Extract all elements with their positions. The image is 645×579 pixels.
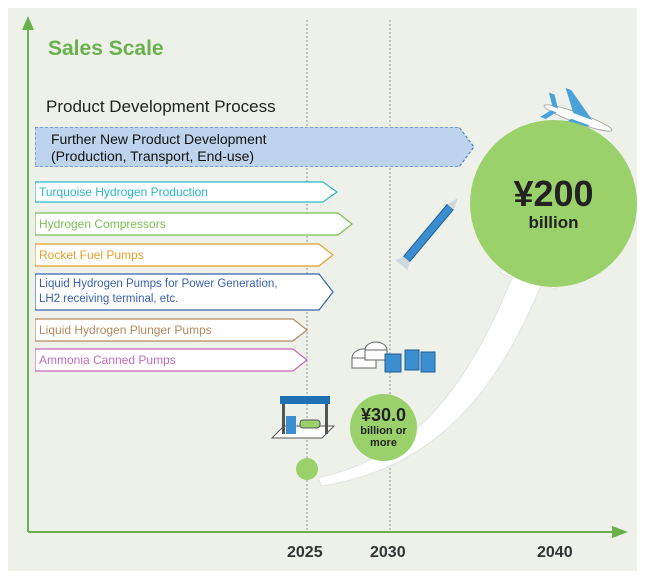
storage-tanks-icon (351, 341, 436, 373)
sales-2030-unit-line1: billion or (360, 425, 407, 437)
big-arrow-line2: (Production, Transport, End-use) (51, 148, 255, 164)
sales-2040-circle: ¥200 billion (470, 120, 637, 287)
arrow-shape-turquoise (35, 181, 339, 203)
hydrogen-station-icon (270, 396, 336, 439)
arrow-shape-ammonia (35, 348, 308, 372)
sales-2040-amount: ¥200 (513, 172, 594, 214)
lh2-line2: LH2 receiving terminal, etc. (39, 293, 179, 305)
big-arrow-text: Further New Product Development (Product… (51, 131, 267, 165)
arrow-shape-rocket (35, 243, 334, 267)
product-liquid-hydrogen-pumps: Liquid Hydrogen Pumps for Power Generati… (39, 277, 277, 307)
y-axis-arrowhead (22, 16, 34, 30)
sales-2030-amount: ¥30.0 (360, 405, 407, 425)
year-label-2025: 2025 (287, 544, 323, 561)
arrow-shape-lh2 (35, 273, 334, 311)
big-arrow-line1: Further New Product Development (51, 131, 267, 147)
arrow-shape-compressors (35, 212, 353, 236)
product-lh2-plunger-pumps: Liquid Hydrogen Plunger Pumps (39, 323, 212, 337)
arrow-shape-plunger (35, 318, 308, 342)
lh2-line1: Liquid Hydrogen Pumps for Power Generati… (39, 278, 278, 290)
start-dot (296, 458, 318, 480)
year-label-2030: 2030 (370, 544, 406, 561)
product-hydrogen-compressors: Hydrogen Compressors (39, 217, 166, 231)
chart-title: Sales Scale (48, 37, 164, 60)
sales-2030-circle: ¥30.0 billion or more (350, 394, 417, 461)
x-axis-arrowhead (612, 526, 628, 538)
rocket-icon (395, 197, 458, 271)
sales-2040-unit: billion (528, 212, 579, 232)
section-heading: Product Development Process (46, 97, 276, 116)
sales-2030-unit-line2: more (370, 437, 397, 449)
product-ammonia-canned-pumps: Ammonia Canned Pumps (39, 353, 176, 367)
big-development-arrow (35, 127, 475, 167)
product-rocket-fuel-pumps: Rocket Fuel Pumps (39, 248, 144, 262)
year-label-2040: 2040 (537, 544, 573, 561)
product-turquoise-hydrogen: Turquoise Hydrogen Production (39, 185, 208, 199)
